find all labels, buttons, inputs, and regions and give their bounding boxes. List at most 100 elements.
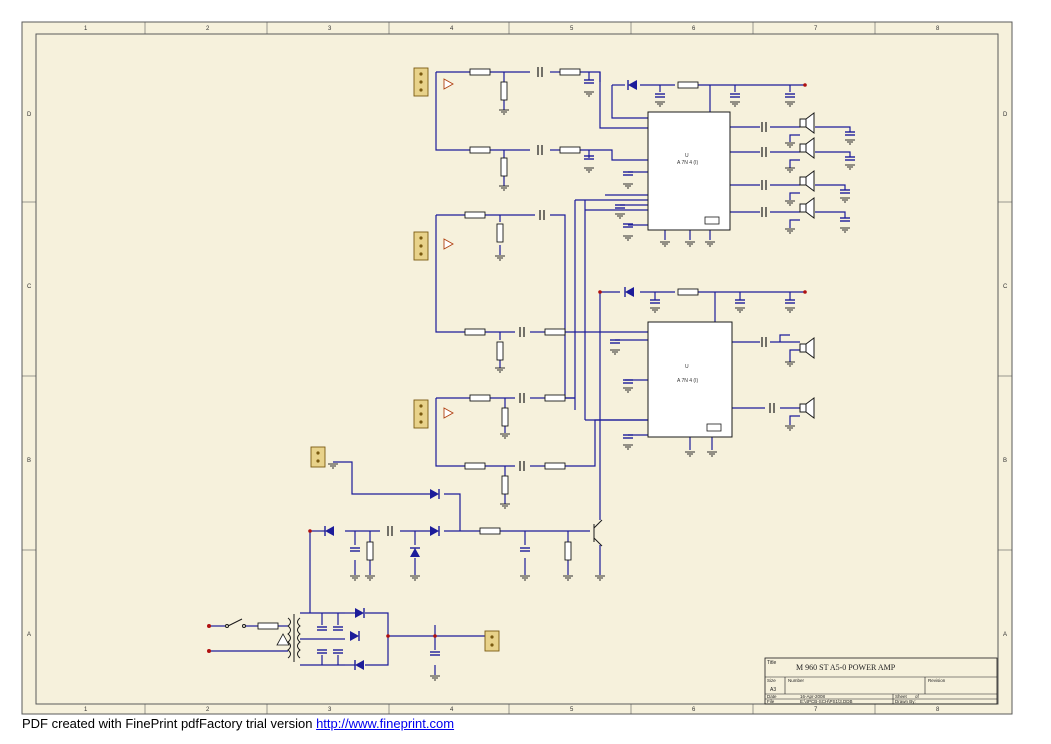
column-label: 7 xyxy=(814,707,818,713)
wire xyxy=(789,134,800,142)
column-label: 1 xyxy=(84,707,88,713)
column-label: 3 xyxy=(328,707,332,713)
ground-symbol xyxy=(785,200,795,206)
transformer-primary xyxy=(287,617,291,659)
speaker-magnet xyxy=(799,403,807,413)
row-label: A xyxy=(27,632,31,638)
ground-symbol xyxy=(563,575,573,581)
row-label: A xyxy=(1003,632,1007,638)
wire xyxy=(444,493,461,531)
connector-icon xyxy=(413,399,429,429)
capacitor xyxy=(785,299,795,304)
transistor xyxy=(593,519,603,547)
connector-icon xyxy=(413,231,429,261)
column-label: 2 xyxy=(206,707,210,713)
components xyxy=(257,67,855,681)
resistor xyxy=(496,223,504,243)
transistor-collector xyxy=(593,519,603,529)
date-label: Date xyxy=(767,694,777,699)
junction-dot xyxy=(433,634,437,638)
ic-ref: U xyxy=(685,364,689,370)
resistor xyxy=(479,527,501,535)
connector-icon xyxy=(310,446,326,468)
size-value: A3 xyxy=(770,687,776,693)
resistor xyxy=(677,288,699,296)
ground-symbol xyxy=(685,451,695,457)
junction-dot xyxy=(598,290,602,294)
wire xyxy=(365,612,435,637)
capacitor xyxy=(623,223,633,228)
ground-symbol xyxy=(495,367,505,373)
transformer xyxy=(287,614,301,662)
capacitor xyxy=(537,67,543,77)
connector-pin xyxy=(419,412,423,416)
ic-tab xyxy=(704,216,720,225)
wire xyxy=(789,192,800,200)
connector-body xyxy=(484,630,500,652)
ground-symbol xyxy=(623,235,633,241)
wire xyxy=(789,349,800,362)
capacitor xyxy=(761,207,767,217)
resistor xyxy=(464,462,486,470)
ground-symbol xyxy=(430,675,440,681)
signal-arrow-icon xyxy=(443,407,454,419)
capacitor xyxy=(761,147,767,157)
column-label: 4 xyxy=(450,26,454,32)
column-label: 8 xyxy=(936,707,940,713)
wire xyxy=(815,151,851,157)
footer-link[interactable]: http://www.fineprint.com xyxy=(316,716,455,731)
ground-symbol xyxy=(785,101,795,107)
wire xyxy=(789,415,800,425)
resistor xyxy=(257,622,279,630)
speaker-magnet xyxy=(799,118,807,128)
resistor xyxy=(500,157,508,177)
title-block: Title M 960 ST A5-0 POWER AMP Size A3 Nu… xyxy=(764,657,998,705)
connector-pin xyxy=(419,72,423,76)
column-label: 6 xyxy=(692,26,696,32)
capacitor xyxy=(761,180,767,190)
capacitor xyxy=(761,122,767,132)
diode xyxy=(355,660,364,670)
capacitor xyxy=(840,189,850,194)
column-label: 5 xyxy=(570,26,574,32)
ground-symbol xyxy=(735,307,745,313)
ground-symbol xyxy=(584,91,594,97)
resistor xyxy=(677,81,699,89)
column-label: 2 xyxy=(206,26,210,32)
resistor xyxy=(469,146,491,154)
ground-symbol xyxy=(623,183,633,189)
ground-symbol xyxy=(785,361,795,367)
capacitor xyxy=(584,155,594,160)
resistor xyxy=(564,541,572,561)
diode xyxy=(628,80,637,90)
ic-body xyxy=(647,321,733,438)
ground-symbol xyxy=(410,575,420,581)
diode xyxy=(430,526,439,536)
capacitor xyxy=(615,204,625,209)
speaker-icon xyxy=(799,112,815,134)
capacitor xyxy=(519,393,525,403)
connector-pin xyxy=(419,80,423,84)
resistor xyxy=(544,328,566,336)
diode xyxy=(410,548,420,557)
speaker-cone xyxy=(805,112,815,134)
capacitor xyxy=(655,93,665,98)
paper-background xyxy=(22,22,1012,714)
wire xyxy=(789,219,800,228)
speaker-magnet xyxy=(799,176,807,186)
speaker-magnet xyxy=(799,143,807,153)
column-label: 8 xyxy=(936,26,940,32)
sheet-label: Sheet xyxy=(895,694,908,699)
junction-dot xyxy=(803,290,807,294)
diode xyxy=(350,631,359,641)
speaker-icon xyxy=(799,397,815,419)
ground-symbol xyxy=(705,241,715,247)
junction-dot xyxy=(386,634,390,638)
wire xyxy=(600,149,648,161)
resistor xyxy=(500,81,508,101)
ground-symbol xyxy=(328,463,338,469)
capacitor xyxy=(350,547,360,552)
ground-symbol xyxy=(845,139,855,145)
